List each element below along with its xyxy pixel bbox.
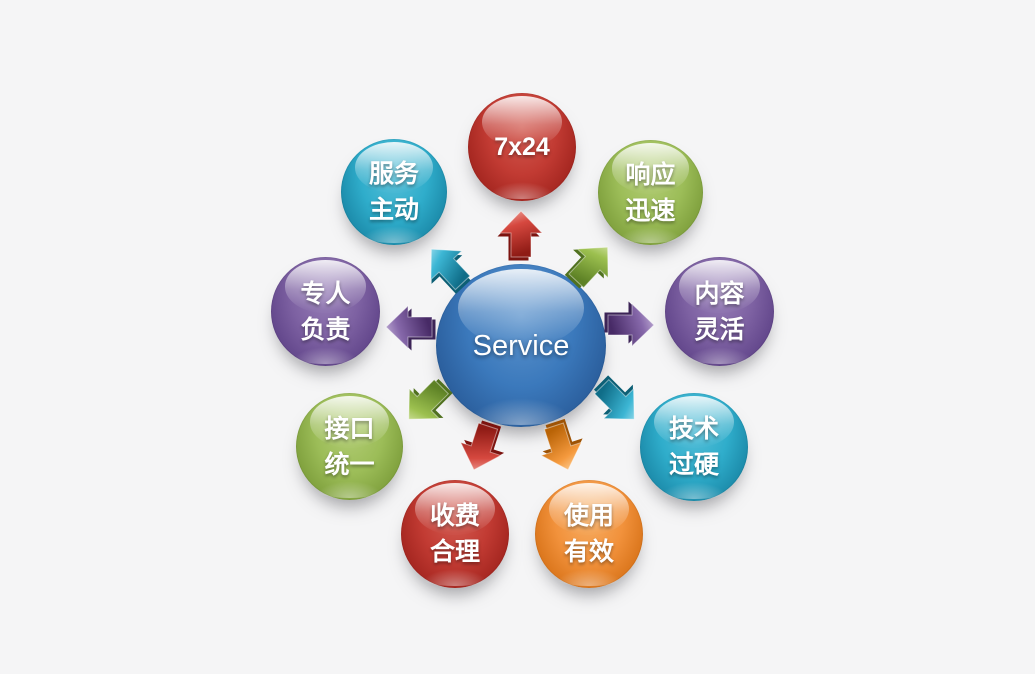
node-fees-reasonable-bubble: 收费 合理 [401,480,509,588]
node-usage-effective-line1: 使用 [563,502,614,530]
node-service-proactive-bubble: 服务 主动 [341,139,447,245]
node-fees-reasonable-line2: 合理 [429,538,480,566]
node-interface-unified-bubble: 接口 统一 [296,393,403,500]
arrow-down-right-teal-icon [585,370,651,436]
node-usage-effective-bubble: 使用 有效 [535,480,643,588]
node-content-flexible-label: 内容 灵活 [694,276,744,348]
node-response-rapid-line1: 响应 [625,160,676,189]
arrow-up-left-teal-icon [414,233,480,300]
arrow-up-red-icon [497,209,544,261]
node-usage-effective-label: 使用 有效 [564,498,614,570]
node-dedicated-personnel-line1: 专人 [300,279,351,308]
node-interface-unified-line1: 接口 [324,414,375,443]
node-interface-unified-line2: 统一 [324,450,375,479]
node-uptime-7x24-label: 7x24 [494,129,550,165]
node-usage-effective-line2: 有效 [563,538,614,566]
arrow-down-left-green-icon [392,370,458,436]
center-service-bubble: Service [436,264,606,427]
node-response-rapid-label: 响应 迅速 [625,157,675,229]
node-content-flexible-line2: 灵活 [694,315,745,344]
node-interface-unified-label: 接口 统一 [324,411,374,483]
arrow-down-southwest-red-icon [452,417,509,478]
node-technology-solid-label: 技术 过硬 [669,411,719,483]
arrow-up-right-green-icon [559,231,625,298]
node-uptime-7x24-bubble: 7x24 [468,93,576,201]
node-service-proactive-line2: 主动 [368,196,419,224]
node-technology-solid-bubble: 技术 过硬 [640,393,748,501]
node-service-proactive-line1: 服务 [368,160,419,188]
node-dedicated-personnel-bubble: 专人 负责 [271,257,380,366]
node-content-flexible-line1: 内容 [694,279,745,308]
node-content-flexible-bubble: 内容 灵活 [665,257,774,366]
center-service-label: Service [472,329,570,362]
arrow-left-purple-icon [384,304,436,351]
node-fees-reasonable-line1: 收费 [429,502,480,530]
node-uptime-7x24-line1: 7x24 [494,133,550,161]
node-dedicated-personnel-label: 专人 负责 [300,276,350,348]
node-dedicated-personnel-line2: 负责 [300,315,351,344]
node-response-rapid-line2: 迅速 [625,196,676,225]
arrow-down-southeast-orange-icon [532,417,589,478]
arrow-right-purple-icon [604,301,656,348]
node-technology-solid-line2: 过硬 [668,451,719,479]
node-response-rapid-bubble: 响应 迅速 [598,140,703,245]
node-technology-solid-line1: 技术 [668,415,719,443]
node-fees-reasonable-label: 收费 合理 [430,498,480,570]
node-service-proactive-label: 服务 主动 [369,156,419,228]
